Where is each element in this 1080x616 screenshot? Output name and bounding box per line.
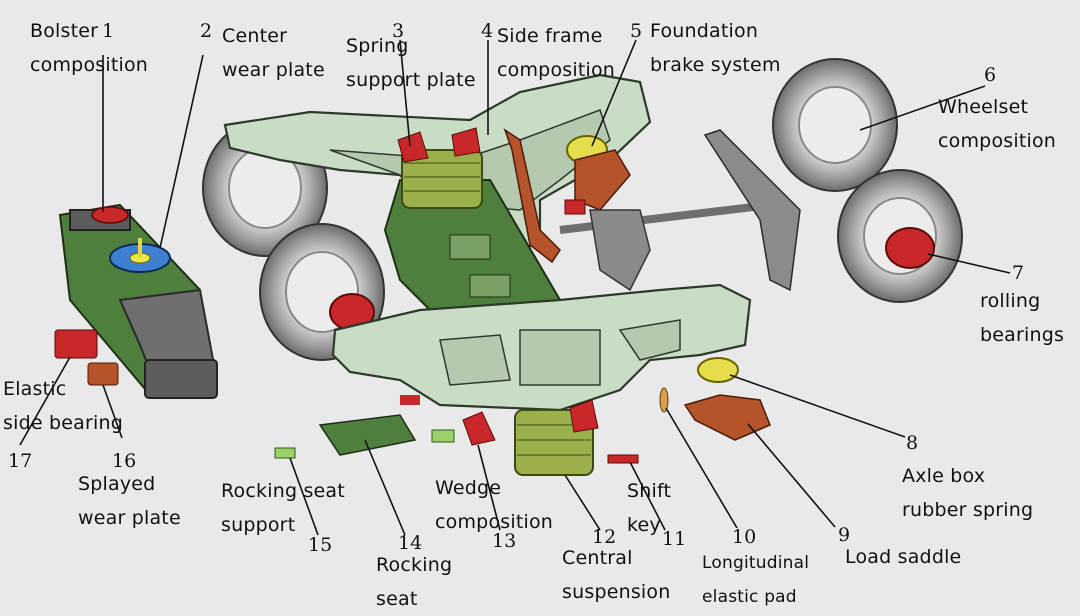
part-10-number: 10	[732, 526, 757, 548]
brake-system	[503, 128, 801, 292]
part-10-label: Longitudinal elastic pad	[702, 553, 810, 607]
part-15-number: 15	[308, 534, 333, 556]
part-13-number: 13	[492, 530, 517, 552]
part-14-label: Rocking seat	[376, 554, 453, 610]
part-4-label: Side frame composition	[497, 25, 616, 81]
part-3-label: Spring support plate	[346, 35, 476, 91]
part-6-number: 6	[984, 64, 997, 86]
part-16-label: Splayed wear plate	[78, 473, 181, 529]
part-3-number: 3	[392, 20, 405, 42]
part-12-number: 12	[592, 526, 617, 548]
part-16-number: 16	[112, 450, 137, 472]
part-7-number: 7	[1012, 262, 1025, 284]
part-2-number: 2	[200, 20, 213, 42]
part-8-label: Axle box rubber spring	[902, 465, 1034, 521]
upper-spring-nest	[397, 127, 483, 209]
part-2-label: Center wear plate	[222, 25, 325, 81]
part-8-number: 8	[906, 432, 919, 454]
part-7-label: rolling bearings	[980, 290, 1065, 346]
part-14-number: 14	[398, 532, 423, 554]
part-1-label: Bolster composition	[30, 20, 149, 76]
leader-lines	[19, 39, 1011, 536]
part-5-number: 5	[630, 20, 643, 42]
part-12-label: Central suspension	[562, 547, 671, 603]
part-11-number: 11	[662, 528, 687, 550]
part-4-number: 4	[481, 20, 494, 42]
side-frame-lower	[331, 283, 752, 412]
bolster-assembly	[58, 203, 218, 399]
part-15-label: Rocking seat support	[221, 480, 345, 536]
part-13-label: Wedge composition	[435, 477, 554, 533]
part-1-number: 1	[102, 20, 115, 42]
part-17-number: 17	[8, 450, 33, 472]
part-5-label: Foundation brake system	[650, 20, 781, 76]
bogie-diagram: 1 Bolster composition 2 Center wear plat…	[3, 20, 1065, 610]
wheelset-right	[772, 58, 963, 303]
part-11-label: Shift key	[627, 480, 672, 536]
exploded-bogie-illustration	[19, 39, 1011, 536]
part-17-label: Elastic side bearing	[3, 378, 123, 434]
exploded-parts	[54, 329, 771, 476]
part-6-label: Wheelset composition	[938, 96, 1057, 152]
part-9-label: Load saddle	[845, 546, 962, 568]
part-9-number: 9	[838, 524, 851, 546]
